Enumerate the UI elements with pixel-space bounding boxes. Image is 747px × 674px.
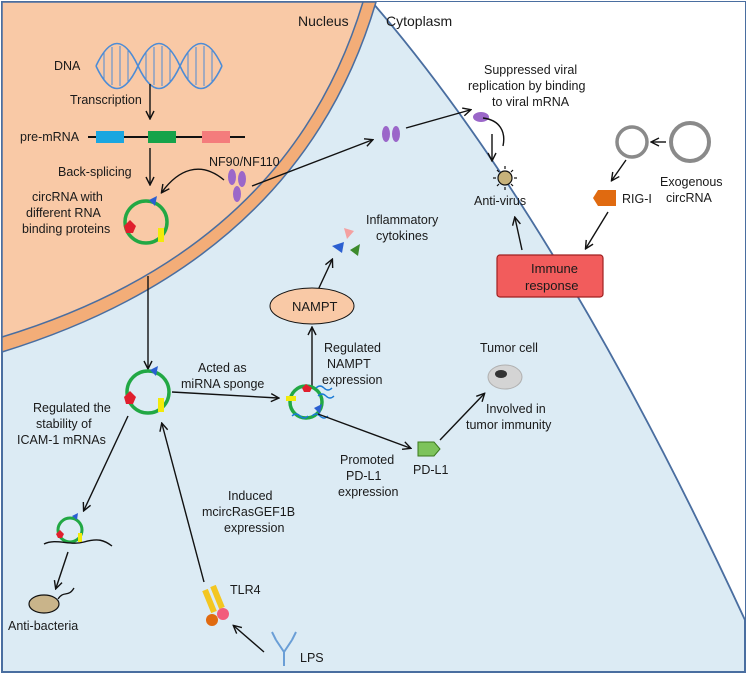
nf90-label: NF90/NF110 (209, 155, 280, 169)
rig-i-label: RIG-I (622, 192, 652, 206)
promoted-line1: Promoted (340, 453, 394, 467)
suppressed-line2: replication by binding (468, 79, 585, 93)
induced-line2: mcircRasGEF1B (202, 505, 295, 519)
exon-red (202, 131, 230, 143)
regulated-icam-line1: Regulated the (33, 401, 111, 415)
circrna-sponge-icon (286, 384, 335, 420)
acted-sponge-line1: Acted as (198, 361, 247, 375)
anti-bacteria-label: Anti-bacteria (8, 619, 78, 633)
exogenous-circrna-icon (669, 121, 711, 163)
cytokines-icon (332, 228, 360, 256)
regulated-nampt-line2: NAMPT (327, 357, 371, 371)
suppressed-line1: Suppressed viral (484, 63, 577, 77)
induced-line3: expression (224, 521, 284, 535)
pd-l1-label: PD-L1 (413, 463, 448, 477)
back-splicing-label: Back-splicing (58, 165, 132, 179)
promoted-line3: expression (338, 485, 398, 499)
anti-virus-label: Anti-virus (474, 194, 526, 208)
internalized-circrna-icon (615, 125, 649, 159)
nampt-node (269, 287, 355, 325)
lps-icon (271, 631, 297, 666)
inflammatory-line1: Inflammatory (366, 213, 439, 227)
circrna-rbp-line2: different RNA (26, 206, 101, 220)
virus-icon (493, 166, 517, 190)
regulated-nampt-line1: Regulated (324, 341, 381, 355)
lps-label: LPS (300, 651, 324, 665)
immune-response-box (496, 254, 604, 298)
circrna-rbp-line3: binding proteins (22, 222, 110, 236)
regulated-icam-line2: stability of (36, 417, 92, 431)
nampt-label: NAMPT (292, 299, 338, 314)
immune-line1: Immune (531, 261, 578, 276)
regulated-nampt-line3: expression (322, 373, 382, 387)
nf90-protein-icon (228, 169, 246, 202)
viral-mrna-icon (482, 117, 505, 147)
circrna-nuclear-icon (123, 196, 169, 245)
nf90-cytoplasm-icon (382, 126, 400, 142)
involved-line2: tumor immunity (466, 418, 552, 432)
pre-mrna-label: pre-mRNA (20, 130, 80, 144)
involved-line1: Involved in (486, 402, 546, 416)
tlr4-label: TLR4 (230, 583, 261, 597)
extracellular-region (372, 2, 745, 620)
promoted-line2: PD-L1 (346, 469, 381, 483)
tumor-cell-label: Tumor cell (480, 341, 538, 355)
exogenous-line2: circRNA (666, 191, 712, 205)
inflammatory-line2: cytokines (376, 229, 428, 243)
exogenous-line1: Exogenous (660, 175, 723, 189)
pd-l1-icon (417, 441, 441, 457)
tlr4-receptor-icon (202, 584, 229, 626)
induced-line1: Induced (228, 489, 273, 503)
circrna-rbp-line1: circRNA with (32, 190, 103, 204)
exon-blue (96, 131, 124, 143)
circrna-cytoplasm-icon (124, 366, 171, 415)
nucleus-region (1, 1, 365, 339)
nucleus-title: Nucleus (298, 13, 349, 29)
immune-line2: response (525, 278, 578, 293)
exon-green (148, 131, 176, 143)
acted-sponge-line2: miRNA sponge (181, 377, 264, 391)
suppressed-line3: to viral mRNA (492, 95, 570, 109)
regulated-icam-line3: ICAM-1 mRNAs (17, 433, 106, 447)
icam-mrna-complex-icon (43, 513, 113, 547)
tumor-cell-icon (487, 364, 523, 390)
bound-protein-icon (473, 112, 489, 122)
cytoplasm-title: Cytoplasm (386, 13, 452, 29)
transcription-label: Transcription (70, 93, 142, 107)
rig-i-icon (593, 190, 616, 206)
bacteria-icon (28, 587, 75, 614)
dna-helix-icon (95, 42, 223, 90)
dna-label: DNA (54, 59, 81, 73)
